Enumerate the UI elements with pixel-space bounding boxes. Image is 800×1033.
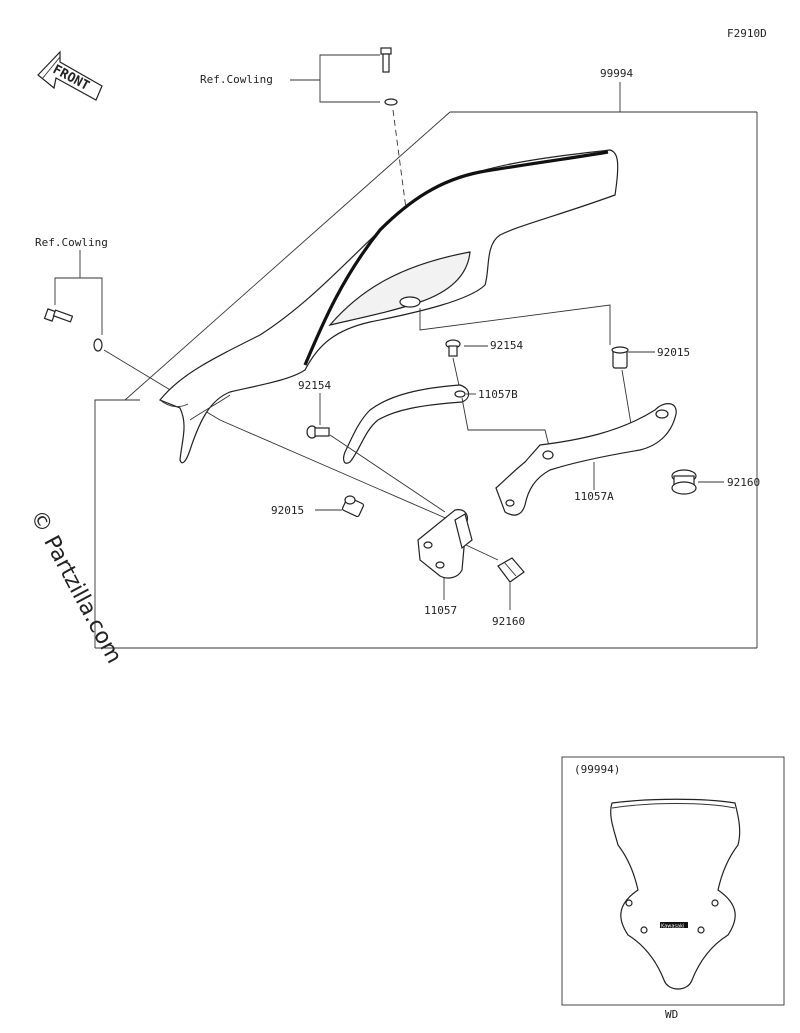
callout-stay-b: 11057B — [478, 388, 518, 401]
inset-panel: (99994) Kawasaki WD — [561, 756, 785, 1021]
kawasaki-logo — [660, 922, 688, 928]
windshield — [159, 149, 619, 464]
callout-bracket: 11057 — [424, 604, 457, 617]
callout-grommet-right: 92160 — [727, 476, 760, 489]
diagram-code: F2910D — [727, 27, 767, 40]
callout-collar-left: 92015 — [271, 504, 304, 517]
inset-ref: (99994) — [574, 763, 620, 776]
callout-stay-a: 11057A — [574, 490, 614, 503]
front-arrow-icon: FRONT — [37, 50, 103, 101]
top-bolt — [380, 47, 398, 106]
inset-caption: WD — [665, 1008, 678, 1021]
bolt-upper — [445, 339, 461, 357]
callout-bolt-upper: 92154 — [490, 339, 523, 352]
front-label: FRONT — [50, 62, 92, 94]
callout-ref-cowling-left: Ref.Cowling — [35, 236, 108, 249]
bracket-11057 — [417, 509, 473, 579]
watermark: © Partzilla.com — [25, 506, 127, 668]
left-bolt — [43, 308, 103, 352]
inset-logo-text: Kawasaki — [661, 924, 684, 930]
grommet-lower — [497, 557, 525, 583]
grommet-right — [671, 469, 697, 495]
callout-bolt-left: 92154 — [298, 379, 331, 392]
collar-left — [341, 495, 365, 518]
stay-11057a — [495, 403, 677, 516]
collar-right — [611, 346, 629, 369]
assembly-frame — [94, 82, 758, 649]
bolt-left — [306, 425, 330, 439]
callout-ref-cowling-top: Ref.Cowling — [200, 73, 273, 86]
callout-assembly: 99994 — [600, 67, 633, 80]
callout-grommet-lower: 92160 — [492, 615, 525, 628]
stay-11057b — [343, 384, 470, 464]
callout-collar-right: 92015 — [657, 346, 690, 359]
